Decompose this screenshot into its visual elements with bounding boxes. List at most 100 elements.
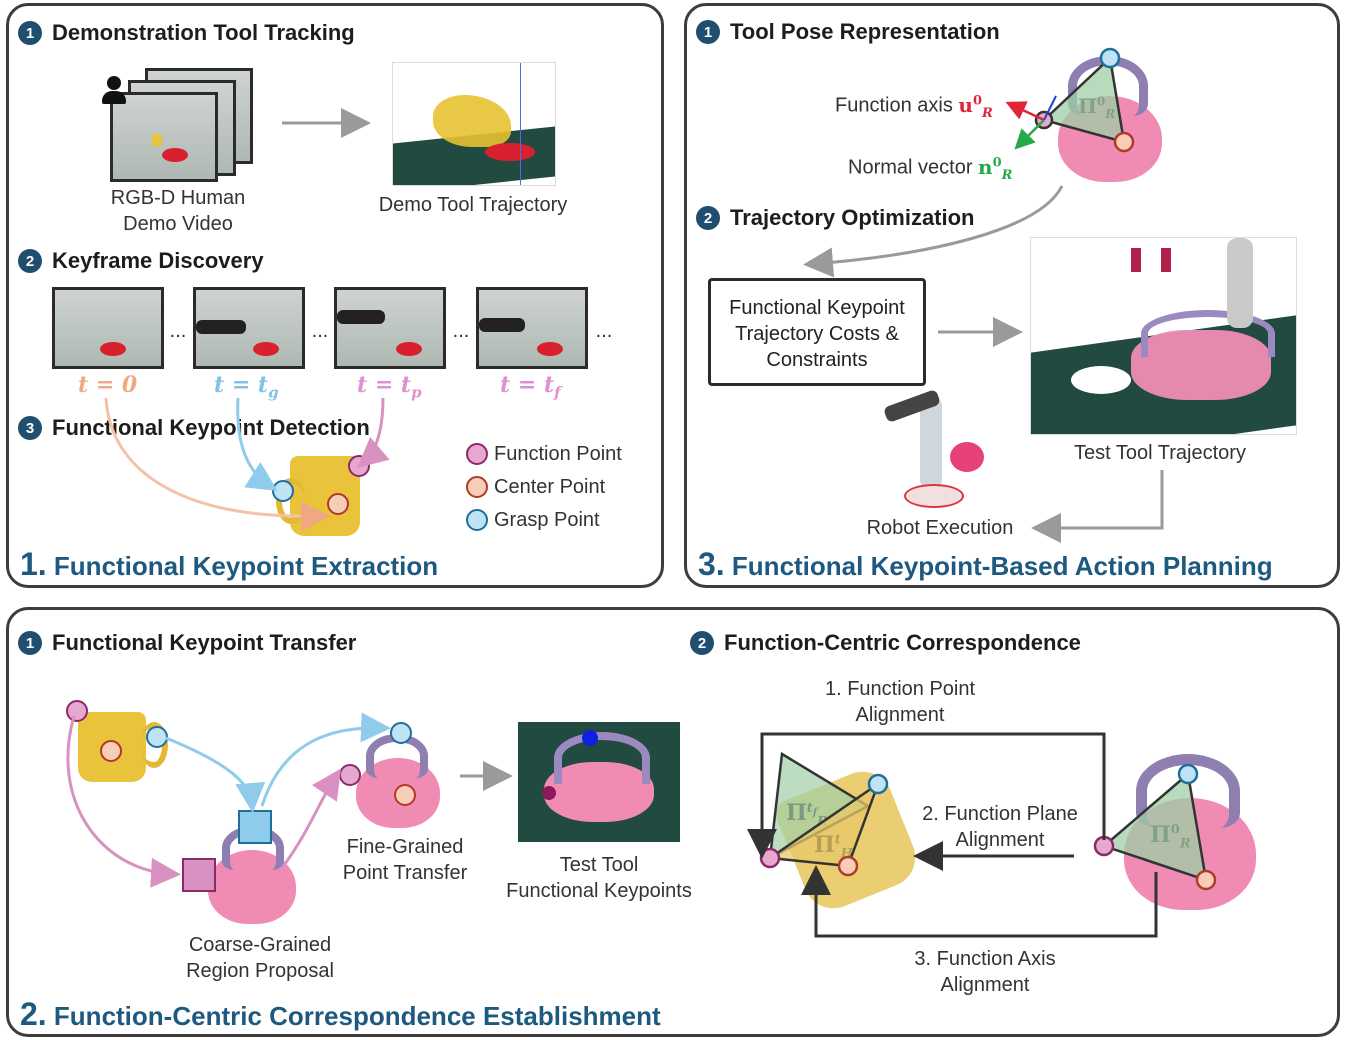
legend-grasp-dot [466,509,488,531]
function-point-marker [66,700,88,722]
video-label: RGB-D Human Demo Video [110,187,246,235]
time-label-t0: t = 0 [78,372,138,398]
legend-center-label: Center Point [494,476,606,498]
bowl-icon [253,342,279,356]
target-kettle-handle [1136,754,1240,828]
align3-label: 3. Function Axis Alignment [914,948,1056,996]
grasp-point-marker [390,722,412,744]
bowl-icon [100,342,126,356]
grasp-point-marker [1099,47,1121,69]
keyframe-tp [334,287,446,369]
curve-t0-to-center [104,397,331,532]
grasp-point-marker [867,773,889,795]
normal-vector-label: Normal vector n0R [848,154,1013,183]
center-point-marker [394,784,416,806]
legend-function-dot [466,443,488,465]
axis-line [1043,95,1057,121]
legend-center-dot [466,476,488,498]
arrow-pose-to-box [803,185,1064,278]
ellipsis: ... [311,320,329,342]
panel3-title: 3. Functional Keypoint-Based Action Plan… [698,546,1273,582]
section-tool-pose: 1 Tool Pose Representation [696,19,1000,45]
panel1-title: 1. Functional Keypoint Extraction [20,546,439,582]
robot-kettle [950,442,984,472]
curve-region-to-fine-function [280,768,341,869]
person-icon [100,76,130,106]
function-region-box [182,858,216,892]
bowl-icon [396,342,422,356]
center-point-marker [1195,869,1217,891]
section-label: Function-Centric Correspondence [724,630,1081,655]
function-plane-triangle [1041,55,1126,144]
step-badge: 3 [18,416,42,440]
ellipsis: ... [169,320,187,342]
cup-icon [152,134,162,146]
test-keypoints-label: Test Tool Functional Keypoints [506,854,692,902]
ellipsis: ... [595,320,613,342]
test-trajectory-label: Test Tool Trajectory [1074,442,1246,464]
time-label-tp: t = tp [357,372,422,402]
time-label-tg: t = tg [214,372,279,402]
bowl-icon [537,342,563,356]
curve-region-to-fine-grasp [260,712,391,807]
section-keyframe-discovery: 2 Keyframe Discovery [18,248,264,274]
section-trajectory-optimization: 2 Trajectory Optimization [696,205,975,231]
robot-execution-label: Robot Execution [866,517,1014,539]
section-label: Functional Keypoint Detection [52,415,370,440]
grasp-point-marker [1177,763,1199,785]
section-label: Demonstration Tool Tracking [52,20,355,45]
step-badge: 2 [18,249,42,273]
align1-label: 1. Function Point Alignment [824,678,976,726]
center-point-marker [1113,131,1135,153]
center-point-marker [100,740,122,762]
section-keypoint-detection: 3 Functional Keypoint Detection [18,415,370,441]
fine-label: Fine-Grained Point Transfer [342,836,468,884]
arm-icon [337,310,385,324]
robot-bowl [904,484,964,508]
panel2-title: 2. Function-Centric Correspondence Estab… [20,996,661,1032]
section-demo-tracking: 1 Demonstration Tool Tracking [18,20,355,46]
normal-vector-arrow [1014,119,1045,150]
grasp-region-box [238,810,272,844]
curve-tg-to-grasp [236,397,278,491]
step-badge: 2 [696,206,720,230]
section-keypoint-transfer: 1 Functional Keypoint Transfer [18,630,356,656]
section-function-correspondence: 2 Function-Centric Correspondence [690,630,1081,656]
step-badge: 1 [18,631,42,655]
section-label: Tool Pose Representation [730,19,1000,44]
arrow-axis-alignment [801,865,1158,938]
mug-handle [140,722,168,768]
costs-constraints-box: Functional Keypoint Trajectory Costs & C… [708,278,926,386]
section-label: Trajectory Optimization [730,205,975,230]
function-axis-arrow [1005,101,1045,122]
step-badge: 2 [690,631,714,655]
align2-label: 2. Function Plane Alignment [922,803,1078,851]
robot-arm-image [920,398,942,488]
step-badge: 1 [18,21,42,45]
coarse-label: Coarse-Grained Region Proposal [186,934,334,982]
arrow-point-alignment [747,732,1106,859]
curve-grasp-to-region [165,736,266,813]
time-label-tf: t = tf [500,372,561,402]
section-label: Keyframe Discovery [52,248,264,273]
function-axis-label: Function axis u0R [835,92,993,121]
section-label: Functional Keypoint Transfer [52,630,357,655]
legend-grasp-label: Grasp Point [494,509,600,531]
video-frame-front [110,92,218,182]
arrow-trajectory-to-robot [1031,470,1164,543]
target-plane-triangle [1101,771,1208,882]
demo-trajectory-image [392,62,556,186]
test-trajectory-image [1030,237,1297,435]
aligned-plane-h-triangle [766,780,881,868]
bowl-icon [162,148,188,162]
arm-icon [479,318,525,332]
function-point-marker [759,847,781,869]
test-keypoints-image [518,722,680,842]
ellipsis: ... [452,320,470,342]
arm-icon [196,320,246,334]
center-point-marker [837,855,859,877]
curve-function-to-region [66,715,181,888]
legend-function-label: Function Point [494,443,622,465]
curve-tp-to-function [357,397,390,468]
